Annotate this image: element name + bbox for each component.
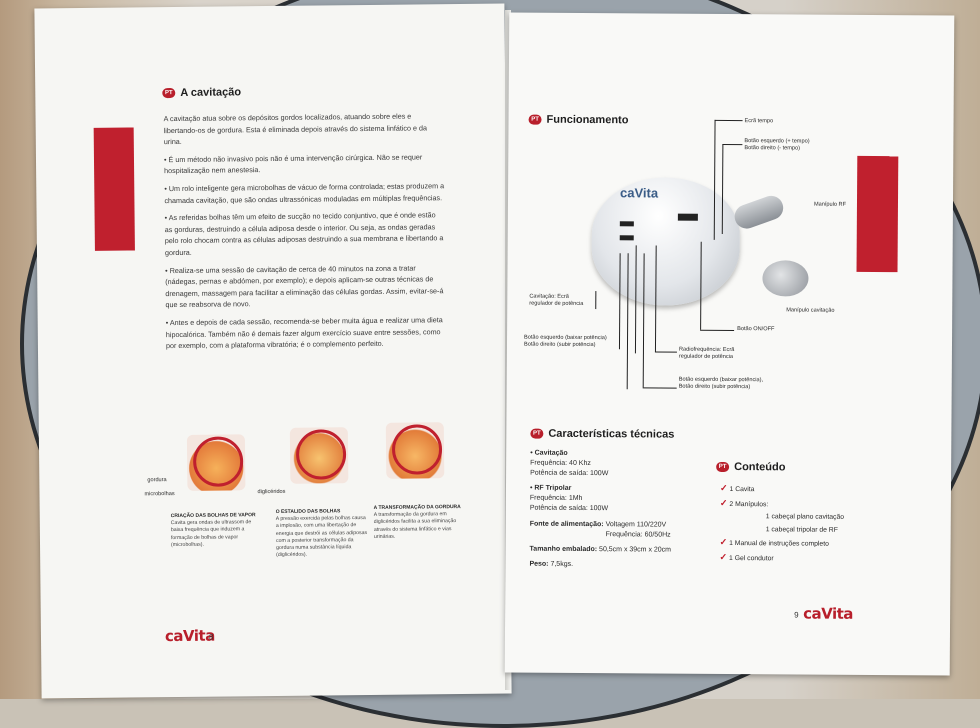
callout-line xyxy=(654,351,677,353)
bullet-3: • As referidas bolhas têm um efeito de s… xyxy=(164,210,444,258)
label-manipulo-rf: Manípulo RF xyxy=(813,201,847,208)
cavita-device: caVita xyxy=(591,177,741,307)
label-botao-tempo: Botão esquerdo (+ tempo) Botão direito (… xyxy=(744,138,810,152)
device-logo: caVita xyxy=(620,185,659,201)
cavita-logo-left: caVita xyxy=(164,626,215,646)
cavita-logo-right: caVita xyxy=(803,604,853,623)
label-manipulo-cavitacao: Manípulo cavitação xyxy=(786,307,835,314)
bullet-1: • É um método não invasivo pois não é um… xyxy=(163,152,423,176)
figure-bubble-burst xyxy=(289,427,349,484)
list-item: ✓1 Manual de instruções completo xyxy=(719,536,829,548)
side-tab-right xyxy=(856,155,899,273)
cavitation-handpiece xyxy=(762,260,809,297)
page-number-left: 8 xyxy=(208,632,214,642)
figure-fat-transformation xyxy=(385,422,445,479)
pt-badge: PT xyxy=(162,88,176,99)
label-botao-onoff: Botão ON/OFF xyxy=(737,326,775,333)
bullet-4: • Realiza-se uma sessão de cavitação de … xyxy=(165,263,444,310)
list-item: ✓2 Manípulos: xyxy=(719,497,769,508)
label-cavitacao: Cavitação: Ecrã regulador de potência xyxy=(529,293,584,307)
list-item: ✓1 Cavita xyxy=(719,482,755,494)
callout-line xyxy=(642,387,677,389)
side-tab-left xyxy=(93,127,135,251)
callout-line xyxy=(626,253,629,390)
conteudo-list: ✓1 Cavita ✓2 Manípulos: 1 cabeçal plano … xyxy=(719,482,844,566)
list-item: 1 cabeçal tripolar de RF xyxy=(765,525,838,534)
section-title-funcionamento: PT Funcionamento xyxy=(528,114,628,126)
rf-handpiece xyxy=(731,192,787,232)
callout-line xyxy=(722,143,743,146)
bullet-2: • Um rolo inteligente gera microbolhas d… xyxy=(164,181,445,205)
section-title-cavitacao: PT A cavitação xyxy=(162,86,241,99)
label-gordura: gordura xyxy=(147,477,167,484)
left-page: PT A cavitação A cavitação atua sobre os… xyxy=(34,3,512,699)
section-title-conteudo: PT Conteúdo xyxy=(716,461,786,473)
callout-line xyxy=(700,329,735,332)
page-number-right: 9 xyxy=(794,610,799,620)
label-ecra-tempo: Ecrã tempo xyxy=(744,118,774,125)
caption-2: O ESTALIDO DAS BOLHAS A pressão exercida… xyxy=(275,508,368,559)
callout-line xyxy=(595,291,597,310)
label-botao-potencia-esq: Botão esquerdo (baixar potência) Botão d… xyxy=(523,334,607,349)
label-microbolhas: microbolhas xyxy=(144,491,175,498)
bullet-5: • Antes e depois de cada sessão, recomen… xyxy=(165,315,443,351)
label-botao-potencia-dir: Botão esquerdo (baixar potência), Botão … xyxy=(678,376,764,391)
cavitation-display xyxy=(619,221,634,227)
callout-line xyxy=(618,253,621,350)
caption-3: A TRANSFORMAÇÃO DA GORDURA A transformaç… xyxy=(373,504,461,540)
figure-bubble-creation xyxy=(186,434,246,491)
list-item: 1 cabeçal plano cavitação xyxy=(765,513,845,521)
rf-display xyxy=(619,235,634,241)
section-title-caracteristicas: PT Características técnicas xyxy=(530,428,674,441)
pt-badge: PT xyxy=(528,114,542,125)
label-digliceridos: diglicéridos xyxy=(257,488,286,496)
intro-paragraph: A cavitação atua sobre os depósitos gord… xyxy=(163,111,428,147)
specs-block: • Cavitação Frequência: 40 Khz Potência … xyxy=(529,449,672,569)
callout-line xyxy=(714,119,743,122)
time-display xyxy=(677,213,698,221)
callout-line xyxy=(642,253,645,388)
pt-badge: PT xyxy=(530,428,544,439)
pt-badge: PT xyxy=(716,461,730,473)
right-page: PT Funcionamento caVita Ecrã tempo Botão… xyxy=(504,12,955,676)
list-item: ✓1 Gel condutor xyxy=(719,551,774,562)
caption-1: CRIAÇÃO DAS BOLHAS DE VAPOR Cavita gera … xyxy=(170,512,256,548)
label-radiofrequencia: Radiofrequência: Ecrã regulador de potên… xyxy=(678,346,735,361)
body-text: A cavitação atua sobre os depósitos gord… xyxy=(164,110,447,358)
